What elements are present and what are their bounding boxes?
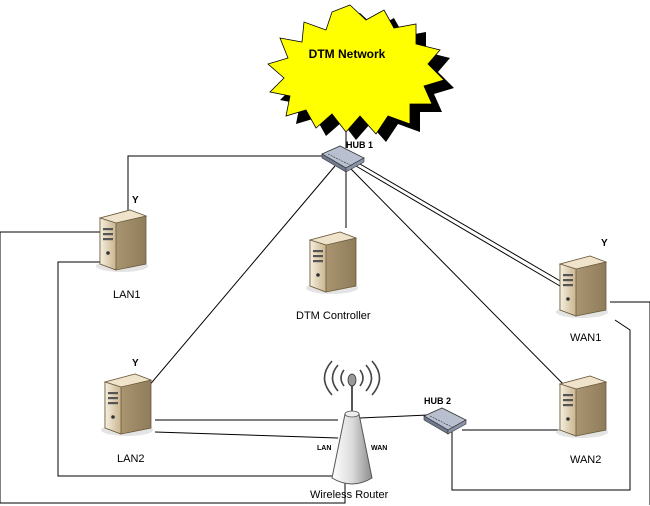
wifi-signal-icon [323, 360, 381, 396]
lan2-label: LAN2 [117, 453, 145, 465]
server-wan1: Y WAN1 [555, 238, 609, 344]
link-lan1-router [0, 231, 346, 504]
link-hub1-wan1b [359, 163, 563, 283]
wan2-label: WAN2 [570, 454, 601, 466]
connection-lines [0, 118, 650, 505]
controller-label: DTM Controller [296, 310, 371, 322]
hub-1: HUB 1 [321, 140, 373, 173]
router-label: Wireless Router [310, 489, 389, 501]
lan1-label: LAN1 [113, 289, 141, 301]
link-router-hub2 [359, 414, 429, 419]
lan1-marker: Y [132, 195, 139, 206]
hub-2: HUB 2 [423, 396, 467, 435]
hub2-label: HUB 2 [424, 396, 451, 406]
dtm-network-cloud: DTM Network [267, 4, 454, 142]
wan1-marker: Y [601, 238, 608, 249]
link-wan1-right [610, 301, 650, 505]
wan1-label: WAN1 [570, 332, 601, 344]
link-hub2-wan2-loop [451, 319, 631, 491]
server-wan2: WAN2 [555, 375, 609, 466]
server-lan2: Y LAN2 [100, 358, 154, 465]
lan2-marker: Y [132, 358, 139, 369]
hub1-label: HUB 1 [346, 140, 373, 150]
cloud-label: DTM Network [309, 47, 386, 61]
router-lan-port: LAN [317, 445, 331, 452]
link-hub1-lan2 [141, 165, 336, 395]
router-wan-port: WAN [371, 445, 387, 452]
server-controller: DTM Controller [296, 231, 371, 322]
link-lan1-router-2 [57, 261, 336, 477]
wireless-router: LAN WAN Wireless Router [310, 360, 389, 501]
link-hub1-lan1 [127, 155, 330, 210]
link-lan2-router-2 [154, 431, 339, 439]
link-hub1-wan1 [355, 165, 561, 287]
link-hub1-wan2 [349, 167, 571, 392]
server-lan1: Y LAN1 [95, 195, 149, 301]
